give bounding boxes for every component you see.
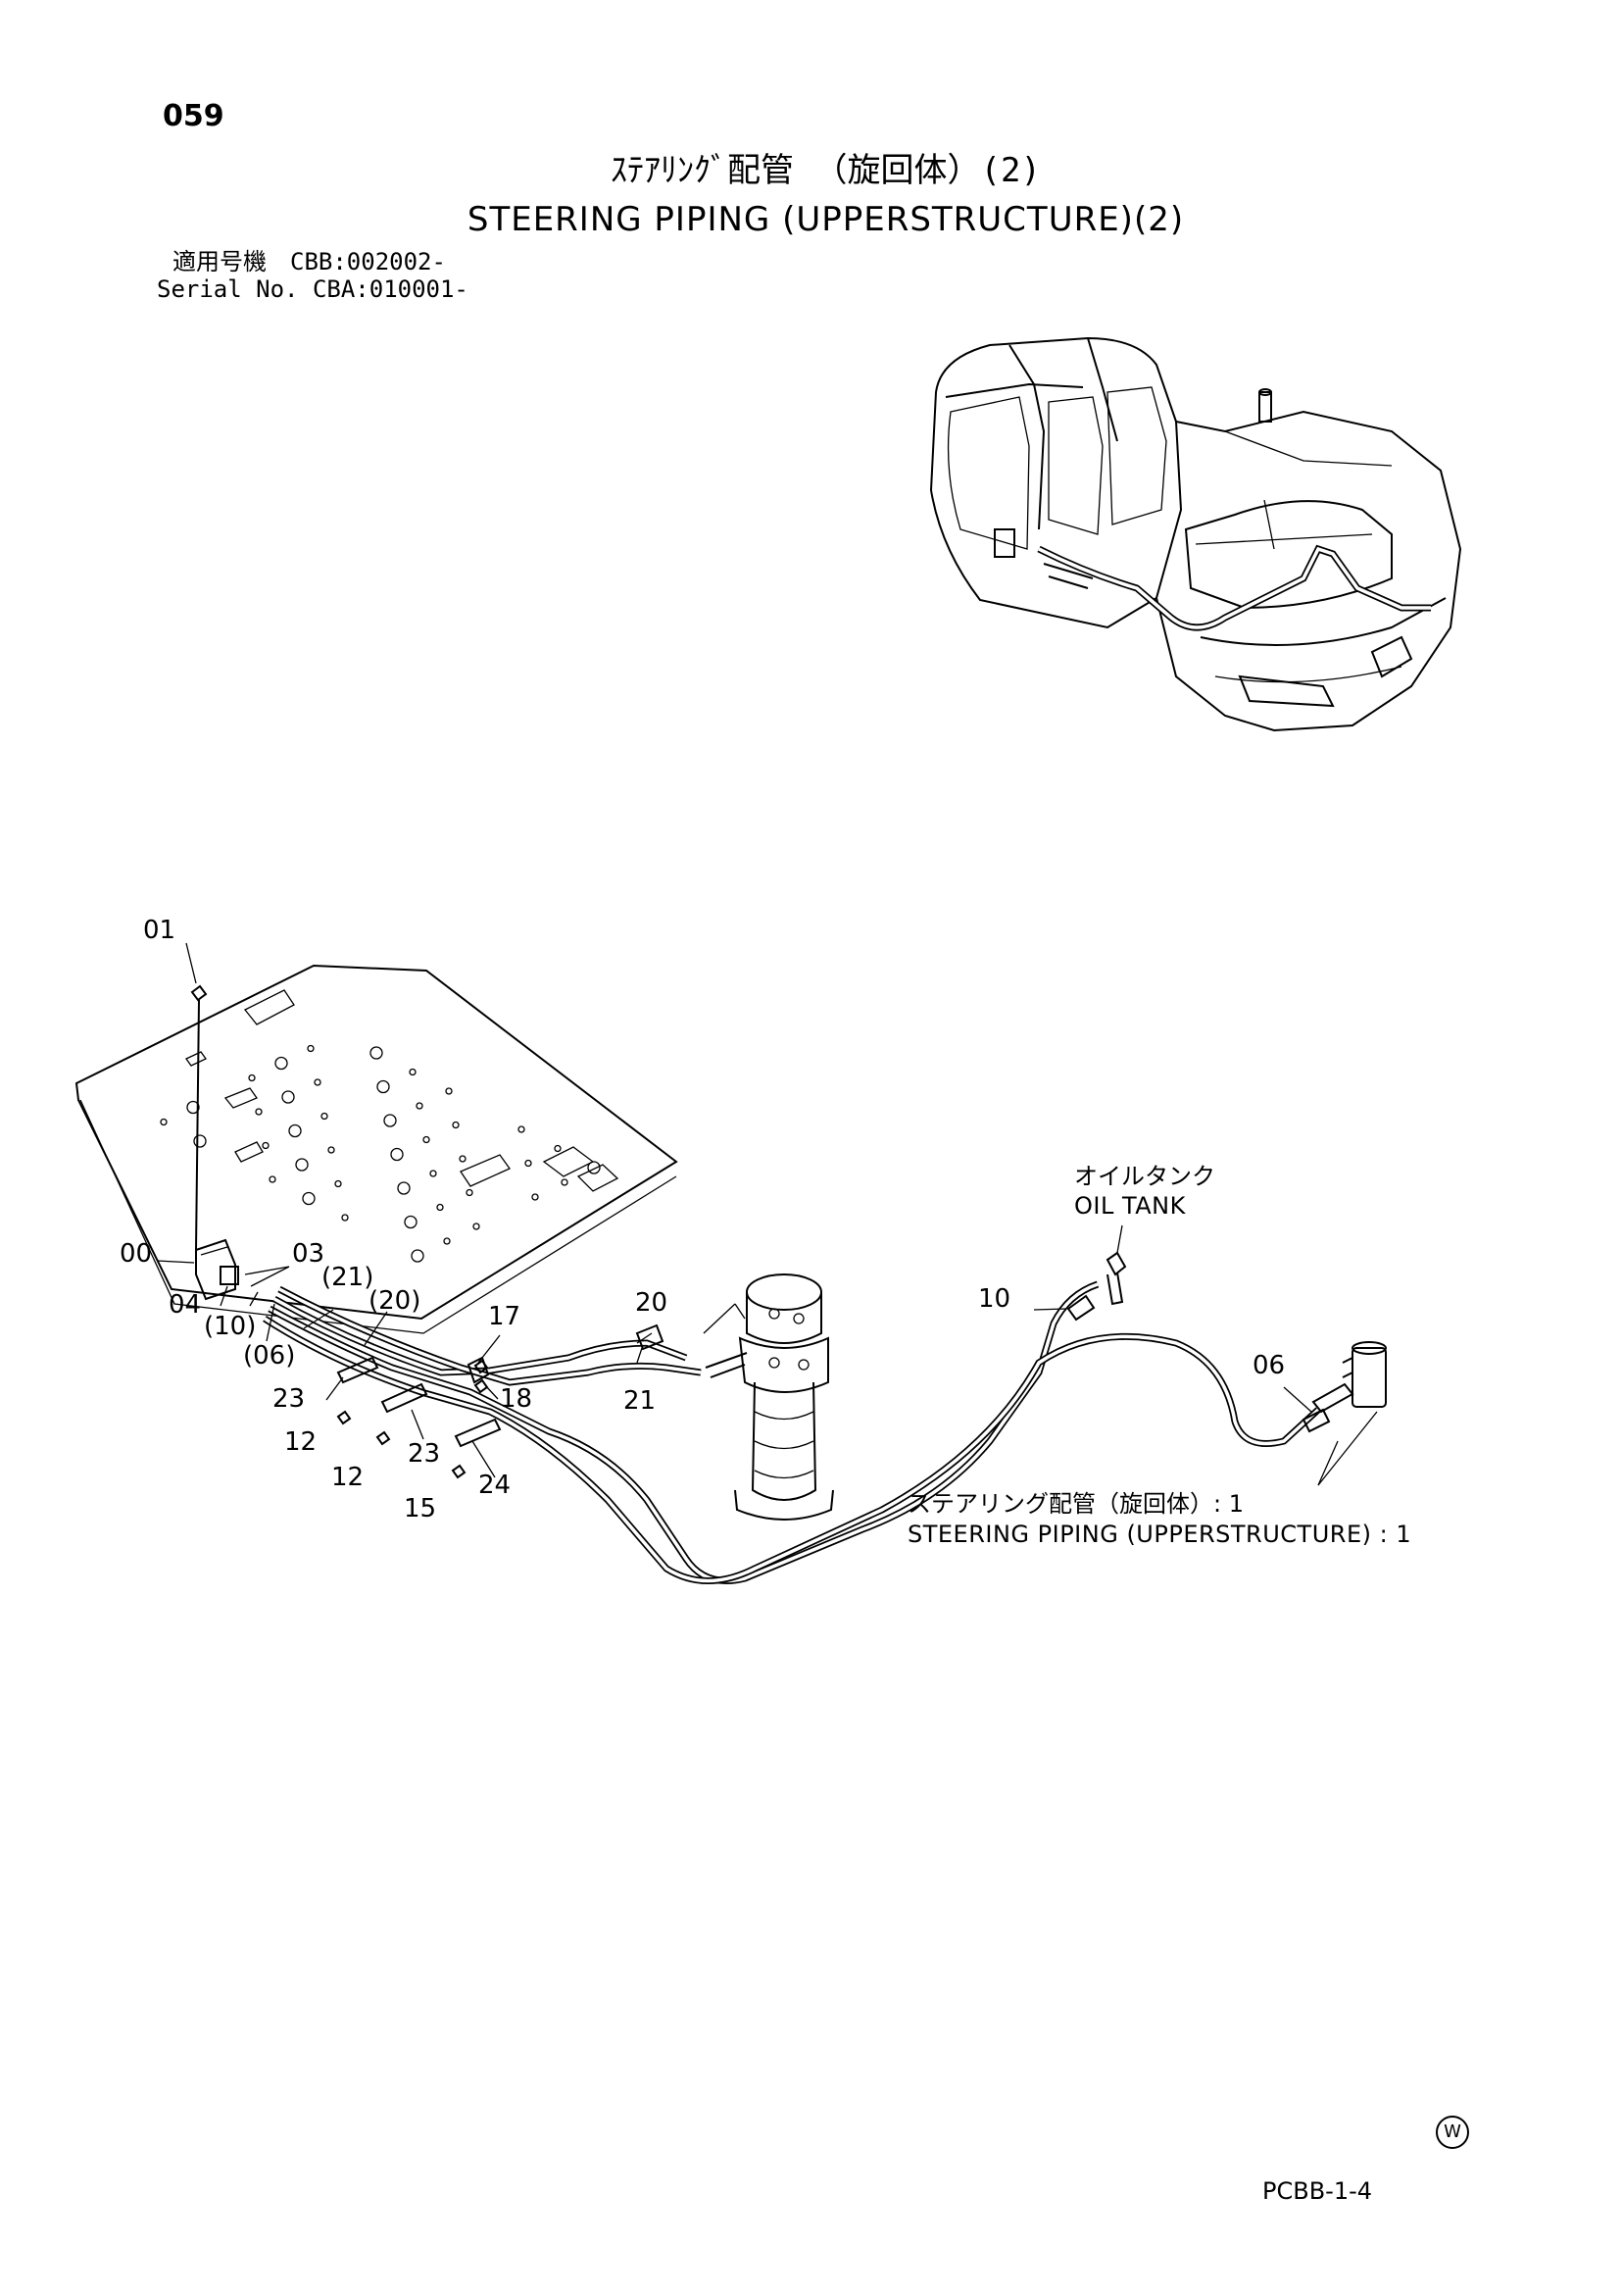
plate-hole [295,1158,309,1172]
callout-20-paren: (20) [369,1286,421,1316]
plate-hole [341,1214,349,1222]
plate-hole [160,1118,168,1126]
callout-23-b: 23 [408,1439,441,1469]
callout-01: 01 [143,916,176,945]
plate-hole [452,1121,460,1129]
plate-hole [554,1144,562,1153]
oil-tank-label-japanese: オイルタンク [1074,1163,1215,1190]
title-japanese: ｽﾃｱﾘﾝｸﾞ配管 （旋回体）(2) [611,151,1041,190]
plate-hole [436,1203,444,1212]
steering-valve [195,1238,239,1301]
plate-hole [383,1114,397,1127]
callout-12-a: 12 [284,1427,318,1457]
plate-hole [531,1193,539,1201]
circled-w-mark: W [1436,2116,1469,2149]
plate-hole [369,1046,383,1060]
callout-12-b: 12 [331,1463,365,1492]
plate-hole [281,1090,295,1104]
plate-hole [255,1108,263,1116]
plate-hole [404,1215,418,1229]
serial-applicable-japanese: 適用号機 CBB:002002- [172,248,446,275]
plate-hole [409,1068,417,1076]
plate-hole [416,1102,423,1110]
callout-00: 00 [120,1239,153,1269]
plate-hole [445,1087,453,1095]
callout-23-a: 23 [272,1384,306,1414]
serial-number-english: Serial No. CBA:010001- [157,275,468,303]
plate-hole [288,1123,302,1138]
hoses [263,1280,1331,1584]
oil-tank-fitting [1106,1251,1127,1306]
callout-03: 03 [292,1239,325,1269]
plate-hole [561,1178,568,1186]
plate-hole [459,1155,467,1163]
center-swivel-joint [705,1273,834,1521]
plate-hole [524,1159,532,1168]
callout-06: 06 [1253,1351,1286,1380]
callout-15: 15 [404,1494,437,1523]
plate-hole [307,1044,315,1053]
plate-hole [193,1134,207,1148]
callout-20: 20 [635,1288,668,1318]
plate-hole [466,1188,473,1197]
callout-06-paren: (06) [243,1341,296,1371]
leader-lines [156,942,1378,1486]
plate-hole [248,1073,256,1082]
oil-tank-label-english: OIL TANK [1074,1192,1186,1220]
callout-10: 10 [978,1284,1011,1314]
callout-10-paren: (10) [204,1312,257,1341]
callout-18: 18 [500,1384,533,1414]
plate-hole [320,1112,328,1121]
plate-hole [390,1147,404,1162]
bolts [190,984,489,1479]
callout-24: 24 [478,1471,512,1500]
plate-hole [517,1125,525,1133]
piping-note-english: STEERING PIPING (UPPERSTRUCTURE) : 1 [908,1521,1412,1548]
floor-plate [74,964,678,1334]
plate-hole [274,1056,288,1071]
plate-hole [334,1179,342,1188]
callout-04: 04 [169,1290,202,1320]
title-english: STEERING PIPING (UPPERSTRUCTURE)(2) [467,200,1185,239]
plate-hole [314,1078,321,1086]
plate-hole [472,1223,480,1230]
plate-hole [422,1135,430,1144]
plate-hole [262,1141,270,1150]
page-number: 059 [163,99,224,133]
callout-17: 17 [488,1302,521,1331]
plate-hole [411,1249,424,1263]
piping-note-japanese: ステアリング配管（旋回体）: 1 [908,1490,1244,1518]
plate-hole [327,1146,335,1154]
filter-assembly [1311,1341,1387,1414]
plate-hole [302,1191,316,1206]
plate-hole [443,1237,451,1245]
plate-hole [186,1100,200,1115]
plate-hole [587,1161,601,1174]
callout-21: 21 [623,1386,657,1416]
plate-hole [397,1181,411,1195]
excavator-overview [929,336,1462,732]
footer-code: PCBB-1-4 [1262,2177,1373,2205]
plate-hole [376,1079,390,1094]
callout-21-paren: (21) [321,1263,374,1292]
plate-hole [269,1175,276,1183]
plate-hole [429,1170,437,1177]
